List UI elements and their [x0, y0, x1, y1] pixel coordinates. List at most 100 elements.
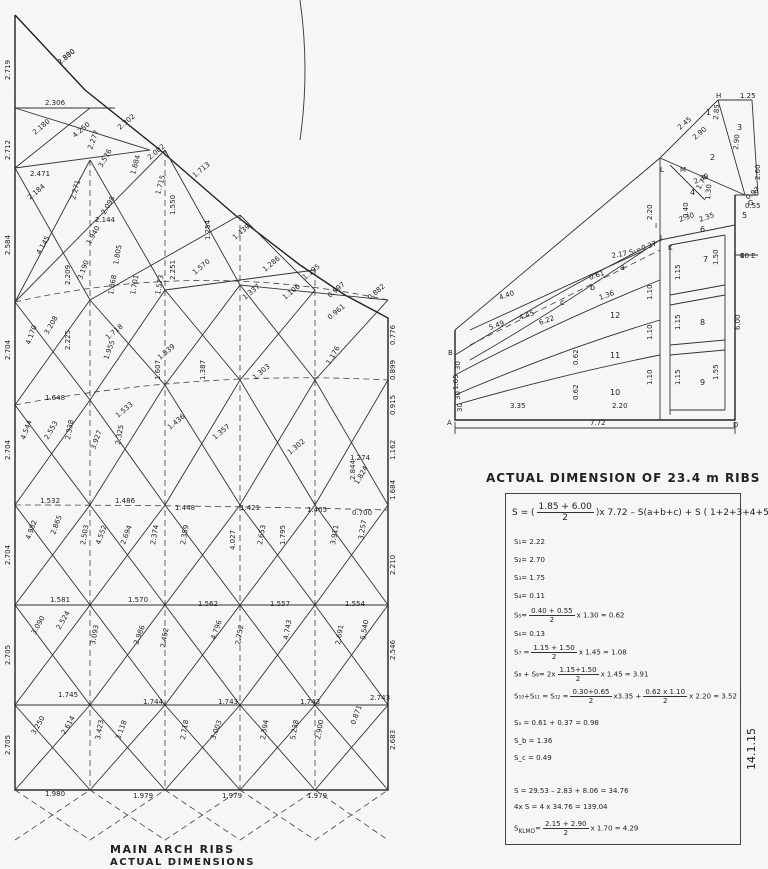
member-label: 1.254: [204, 219, 212, 240]
member-label: 1.554: [345, 600, 366, 608]
member-label: 1.303: [251, 363, 271, 382]
dimension-label: 2.85: [712, 104, 721, 120]
member-label: 3.423: [94, 719, 105, 740]
member-label: 1.557: [270, 600, 290, 608]
signature-date: 14.1.15: [745, 728, 758, 770]
member-label: 2.553: [43, 420, 60, 441]
member-label: 1.532: [40, 497, 60, 505]
member-label: 3.927: [89, 429, 103, 451]
side-label: 2.584: [4, 234, 12, 255]
member-label: 3.003: [209, 719, 223, 741]
member-label: 0.997: [326, 281, 346, 300]
side-label: 0.899: [389, 360, 397, 380]
member-label: 1.744: [143, 698, 164, 706]
member-label: 4.544: [19, 419, 34, 441]
member-label: 4.145: [35, 235, 52, 256]
region-label: 12: [610, 311, 620, 320]
member-label: 1.868: [107, 274, 118, 295]
member-label: 1.421: [240, 504, 260, 512]
point-label: E: [740, 252, 744, 260]
member-label: 1.979: [222, 792, 242, 800]
dimension-label: 0.61: [588, 269, 605, 282]
member-label: 2.471: [30, 170, 50, 178]
dimension-label: 0.55: [745, 202, 761, 210]
member-label: 1.570: [128, 596, 148, 604]
point-label: K: [668, 244, 673, 252]
side-label: 2.705: [4, 645, 12, 665]
member-label: 2.503: [79, 524, 90, 545]
member-label: 3.190: [76, 259, 90, 281]
formula-s2: S₂= 2.70: [514, 556, 545, 564]
member-label: 1.884: [129, 154, 142, 176]
dimension-label: 2.20: [646, 204, 654, 220]
side-label: 2.546: [389, 639, 397, 660]
dimension-label: 1.30: [704, 184, 713, 200]
member-label: 1.486: [115, 497, 136, 505]
member-label: 2.300: [56, 48, 76, 67]
formula-s4: S₄= 0.11: [514, 592, 545, 600]
member-label: 2.325: [114, 424, 125, 445]
member-label: 3.208: [43, 315, 60, 336]
member-label: 1.387: [199, 360, 207, 380]
region-label: 8: [700, 318, 705, 327]
side-label: 2.683: [389, 730, 397, 750]
member-label: 1.539: [156, 343, 176, 362]
member-label: 5.540: [359, 619, 370, 640]
formula-sa: Sₐ = 0.61 + 0.37 = 0.98: [514, 719, 599, 727]
member-label: 1.562: [198, 600, 218, 608]
member-label: 3.576: [97, 147, 114, 169]
member-label: 2.144: [95, 216, 116, 224]
dimension-label: 1.10: [646, 284, 654, 300]
formula-s1: S₁= 2.22: [514, 538, 545, 546]
member-label: 3.118: [114, 719, 128, 741]
dimension-label: 6.22: [538, 314, 555, 327]
dimension-label: 1.55: [712, 364, 720, 380]
side-label: 2.704: [4, 439, 12, 460]
member-label: 1.570: [191, 258, 211, 277]
member-label: 3.911: [329, 524, 340, 545]
side-label: 0.915: [389, 395, 397, 415]
member-label: 1.745: [58, 691, 78, 699]
member-label: 2.900: [314, 719, 325, 740]
formula-se: 4x S = 4 x 34.76 = 139.04: [514, 803, 608, 811]
formula-s6: S₆= 0.13: [514, 630, 545, 638]
member-label: 1.448: [175, 504, 195, 512]
member-label: 2.277: [86, 129, 100, 151]
member-label: 2.865: [49, 514, 63, 536]
member-label: 1.573: [154, 274, 165, 295]
member-label: 2.359: [179, 524, 190, 545]
member-label: 1.357: [211, 423, 231, 442]
member-label: 2.374: [149, 524, 160, 546]
dimension-label: 0.40: [682, 202, 690, 218]
member-label: 1.713: [191, 161, 211, 180]
region-label: a: [620, 263, 625, 272]
dimension-label: S₁=0.37: [628, 240, 658, 257]
member-label: 1.439: [231, 223, 251, 242]
member-label: 1.302: [286, 438, 306, 457]
dimension-label: 2.20: [612, 402, 628, 410]
member-label: 1.195: [301, 263, 321, 282]
point-label: F: [754, 189, 758, 197]
dimension-label: 30: [456, 403, 464, 412]
dimension-label: 1.15: [674, 369, 682, 385]
region-label: 5: [742, 211, 747, 220]
region-label: 1: [706, 108, 711, 117]
side-label: 2.719: [4, 60, 12, 80]
member-label: 4.027: [229, 530, 237, 550]
region-label: 3: [737, 123, 742, 132]
region-label: 6: [700, 225, 705, 234]
side-label: 2.704: [4, 339, 12, 360]
member-label: 1.581: [50, 596, 70, 604]
member-label: 4.250: [71, 121, 91, 140]
member-label: 2.691: [334, 624, 345, 645]
dimension-label: 2.17: [611, 249, 628, 260]
member-label: 0.961: [326, 303, 346, 322]
member-label: 1.405: [307, 506, 327, 514]
region-label: 11: [610, 351, 620, 360]
